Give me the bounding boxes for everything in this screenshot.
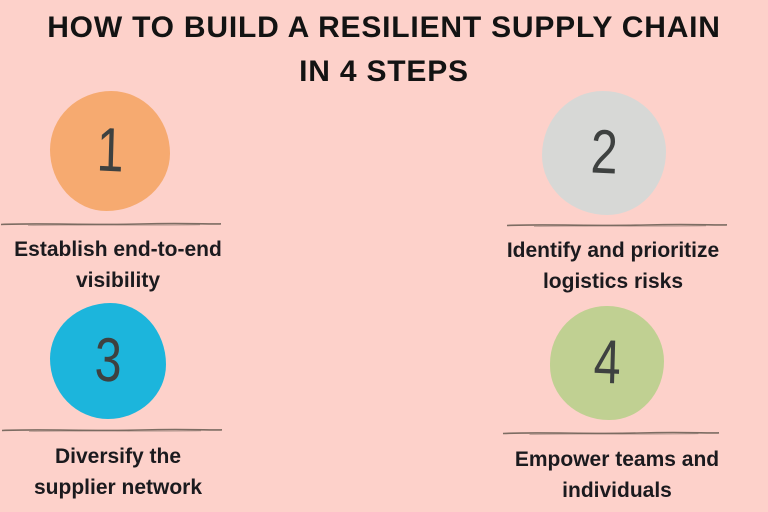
step-4-label: Empower teams and individuals [492,444,742,506]
step-4-number: 4 [592,327,622,398]
step-1-circle: 1 [50,91,170,211]
step-2-number: 2 [589,117,619,188]
step-3-divider-line [1,428,223,432]
step-4-label-line-1: Empower teams and [514,448,720,471]
step-4-divider-line [502,431,720,435]
step-2-circle: 2 [542,91,666,215]
step-1-label-line-1: Establish end-to-end [14,238,222,261]
step-2-label-line-2: logistics risks [542,270,684,293]
step-2: 2 Identify and prioritize logistics risk… [488,91,738,297]
step-1-label: Establish end-to-end visibility [0,234,236,296]
step-1-label-line-2: visibility [75,269,161,292]
step-3-label-line-2: supplier network [33,476,203,499]
step-3-label: Diversify the supplier network [0,441,236,503]
step-4: 4 Empower teams and individuals [492,306,742,506]
step-1-number: 1 [95,115,125,186]
step-3-number: 3 [93,325,123,396]
step-3-label-line-1: Diversify the [54,445,182,468]
page-title: HOW TO BUILD A RESILIENT SUPPLY CHAIN IN… [47,11,721,88]
step-2-divider-line [506,223,728,227]
step-4-label-line-2: individuals [562,479,672,502]
step-3: 3 Diversify the supplier network [0,303,236,503]
step-2-label-line-1: Identify and prioritize [506,239,720,262]
step-2-label: Identify and prioritize logistics risks [488,235,738,297]
step-4-circle: 4 [550,306,664,420]
step-3-circle: 3 [50,303,166,419]
step-1: 1 Establish end-to-end visibility [0,91,236,296]
step-1-divider-line [0,222,222,226]
